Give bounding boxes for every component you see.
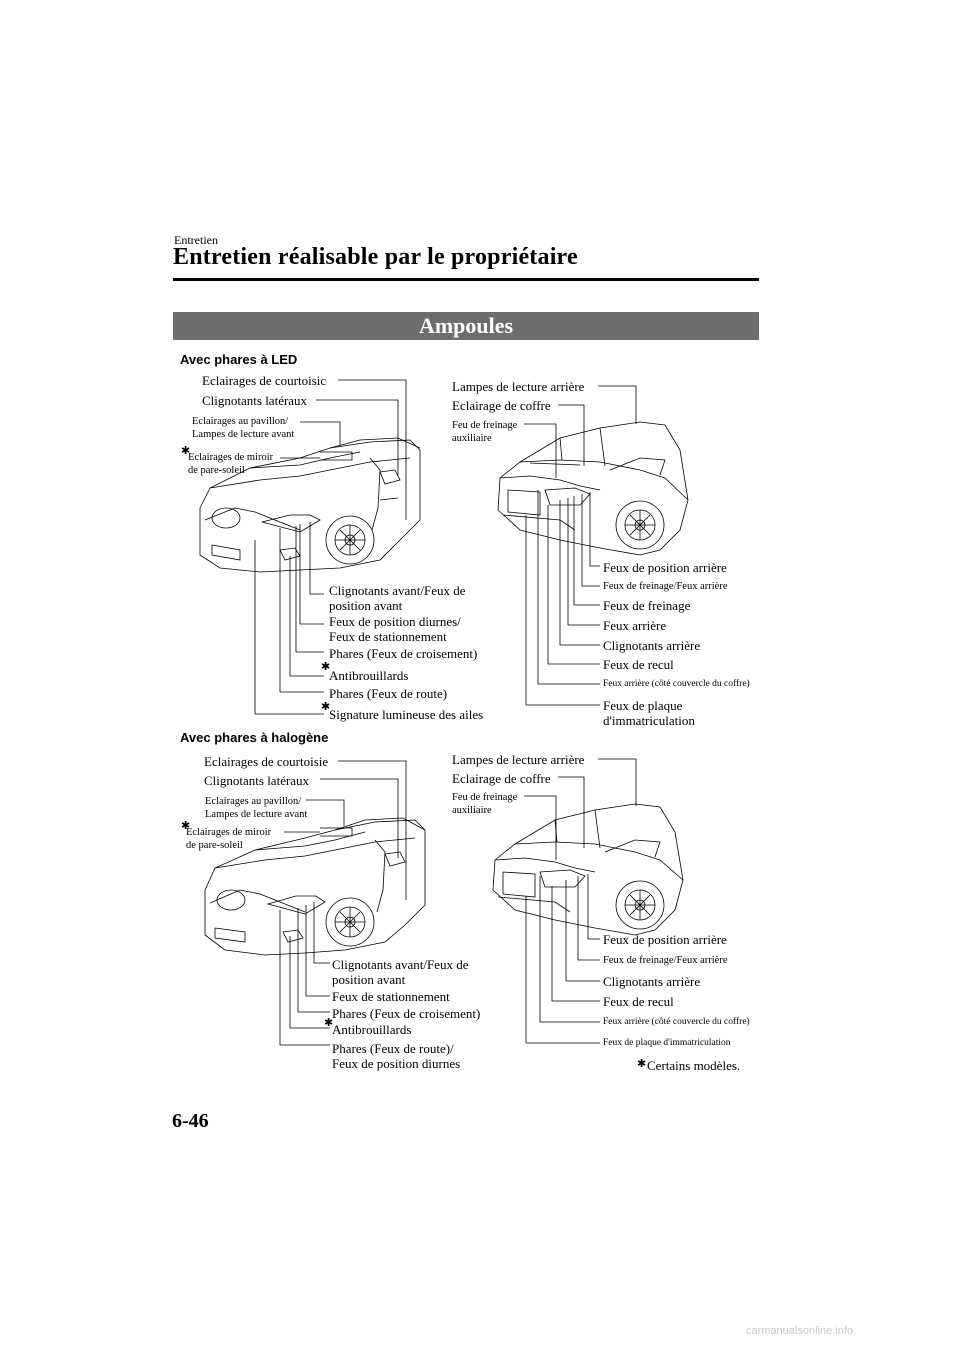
- led-label-feux-diurnes: Feux de position diurnes/ Feux de statio…: [329, 614, 461, 644]
- hal-star-antibrouillards: ✱: [324, 1017, 334, 1029]
- led-label-plaque: Feux de plaque d'immatriculation: [603, 698, 695, 728]
- hal-label-phares-croisement: Phares (Feux de croisement): [332, 1006, 481, 1021]
- footnote-star: ✱: [637, 1058, 647, 1070]
- led-front-leaders: [254, 379, 407, 715]
- section-label: Entretien: [174, 233, 218, 247]
- hal-label-courtoisie: Eclairages de courtoisie: [204, 754, 329, 769]
- led-label-phares-croisement: Phares (Feux de croisement): [329, 646, 478, 661]
- hal-label-pavillon: Eclairages au pavillon/ Lampes de lectur…: [205, 796, 308, 820]
- halogen-rear-leaders: [524, 758, 637, 1044]
- led-label-courtoisie: Eclairages de courtoisic: [202, 373, 327, 388]
- hal-label-freinage-feux-arriere: Feux de freinage/Feux arrière: [603, 955, 728, 966]
- hal-label-lecture-arriere: Lampes de lecture arrière: [452, 752, 585, 767]
- hal-star-miroir: ✱: [181, 820, 191, 832]
- hal-label-antibrouillards: Antibrouillards: [332, 1022, 412, 1037]
- led-star-signature: ✱: [321, 701, 331, 713]
- led-rear-leaders: [524, 385, 637, 706]
- hal-label-recul: Feux de recul: [603, 994, 674, 1009]
- led-label-clignotants-arriere: Clignotants arrière: [603, 638, 701, 653]
- led-label-signature: Signature lumineuse des ailes: [329, 707, 484, 722]
- hal-label-phares-route: Phares (Feux de route)/ Feux de position…: [332, 1041, 461, 1071]
- led-label-freinage-feux-arriere: Feux de freinage/Feux arrière: [603, 581, 728, 592]
- hal-label-stationnement: Feux de stationnement: [332, 989, 450, 1004]
- led-label-phares-route: Phares (Feux de route): [329, 686, 448, 701]
- led-label-clignotants-lateraux: Clignotants latéraux: [202, 393, 308, 408]
- page-title: Entretien réalisable par le propriétaire: [173, 244, 578, 270]
- halogen-front-car-drawing: [204, 817, 426, 956]
- led-label-pavillon: Eclairages au pavillon/ Lampes de lectur…: [192, 416, 295, 440]
- led-heading: Avec phares à LED: [180, 352, 298, 367]
- hal-label-coffre: Eclairage de coffre: [452, 771, 551, 786]
- hal-label-clignotants-avant: Clignotants avant/Feux de position avant: [332, 957, 469, 987]
- title-rule: [173, 278, 759, 281]
- led-label-clignotants-avant: Clignotants avant/Feux de position avant: [329, 583, 466, 613]
- led-label-lecture-arriere: Lampes de lecture arrière: [452, 379, 585, 394]
- hal-label-clignotants-arriere: Clignotants arrière: [603, 974, 701, 989]
- led-star-miroir: ✱: [181, 445, 191, 457]
- led-label-arriere-couvercle: Feux arrière (côté couvercle du coffre): [603, 679, 750, 689]
- led-rear-car-drawing: [497, 421, 689, 556]
- section-banner: Ampoules: [173, 312, 759, 340]
- hal-label-clignotants-lateraux: Clignotants latéraux: [204, 773, 310, 788]
- page-number: 6-46: [172, 1110, 209, 1132]
- hal-label-miroir: Eclairages de miroir de pare-soleil: [186, 827, 272, 851]
- led-label-feux-arriere: Feux arrière: [603, 618, 667, 633]
- led-star-antibrouillards: ✱: [321, 661, 331, 673]
- led-label-recul: Feux de recul: [603, 657, 674, 672]
- led-label-miroir: Eclairages de miroir de pare-soleil: [188, 452, 274, 476]
- hal-label-arriere-couvercle: Feux arrière (côté couvercle du coffre): [603, 1017, 750, 1027]
- footnote-text: Certains modèles.: [647, 1058, 741, 1073]
- halogen-front-leaders: [279, 760, 407, 1046]
- halogen-rear-car-drawing: [492, 803, 684, 936]
- led-label-coffre: Eclairage de coffre: [452, 398, 551, 413]
- led-label-antibrouillards: Antibrouillards: [329, 668, 409, 683]
- watermark: carmanualsonline.info: [746, 1325, 854, 1337]
- led-label-position-arriere: Feux de position arrière: [603, 560, 727, 575]
- led-label-freinage-aux: Feu de freinage auxiliaire: [452, 420, 518, 444]
- hal-label-plaque: Feux de plaque d'immatriculation: [603, 1038, 731, 1048]
- hal-label-freinage-aux: Feu de freinage auxiliaire: [452, 792, 518, 816]
- led-front-car-drawing: [199, 437, 421, 573]
- halogen-heading: Avec phares à halogène: [180, 730, 329, 745]
- hal-label-position-arriere: Feux de position arrière: [603, 932, 727, 947]
- led-label-freinage: Feux de freinage: [603, 598, 691, 613]
